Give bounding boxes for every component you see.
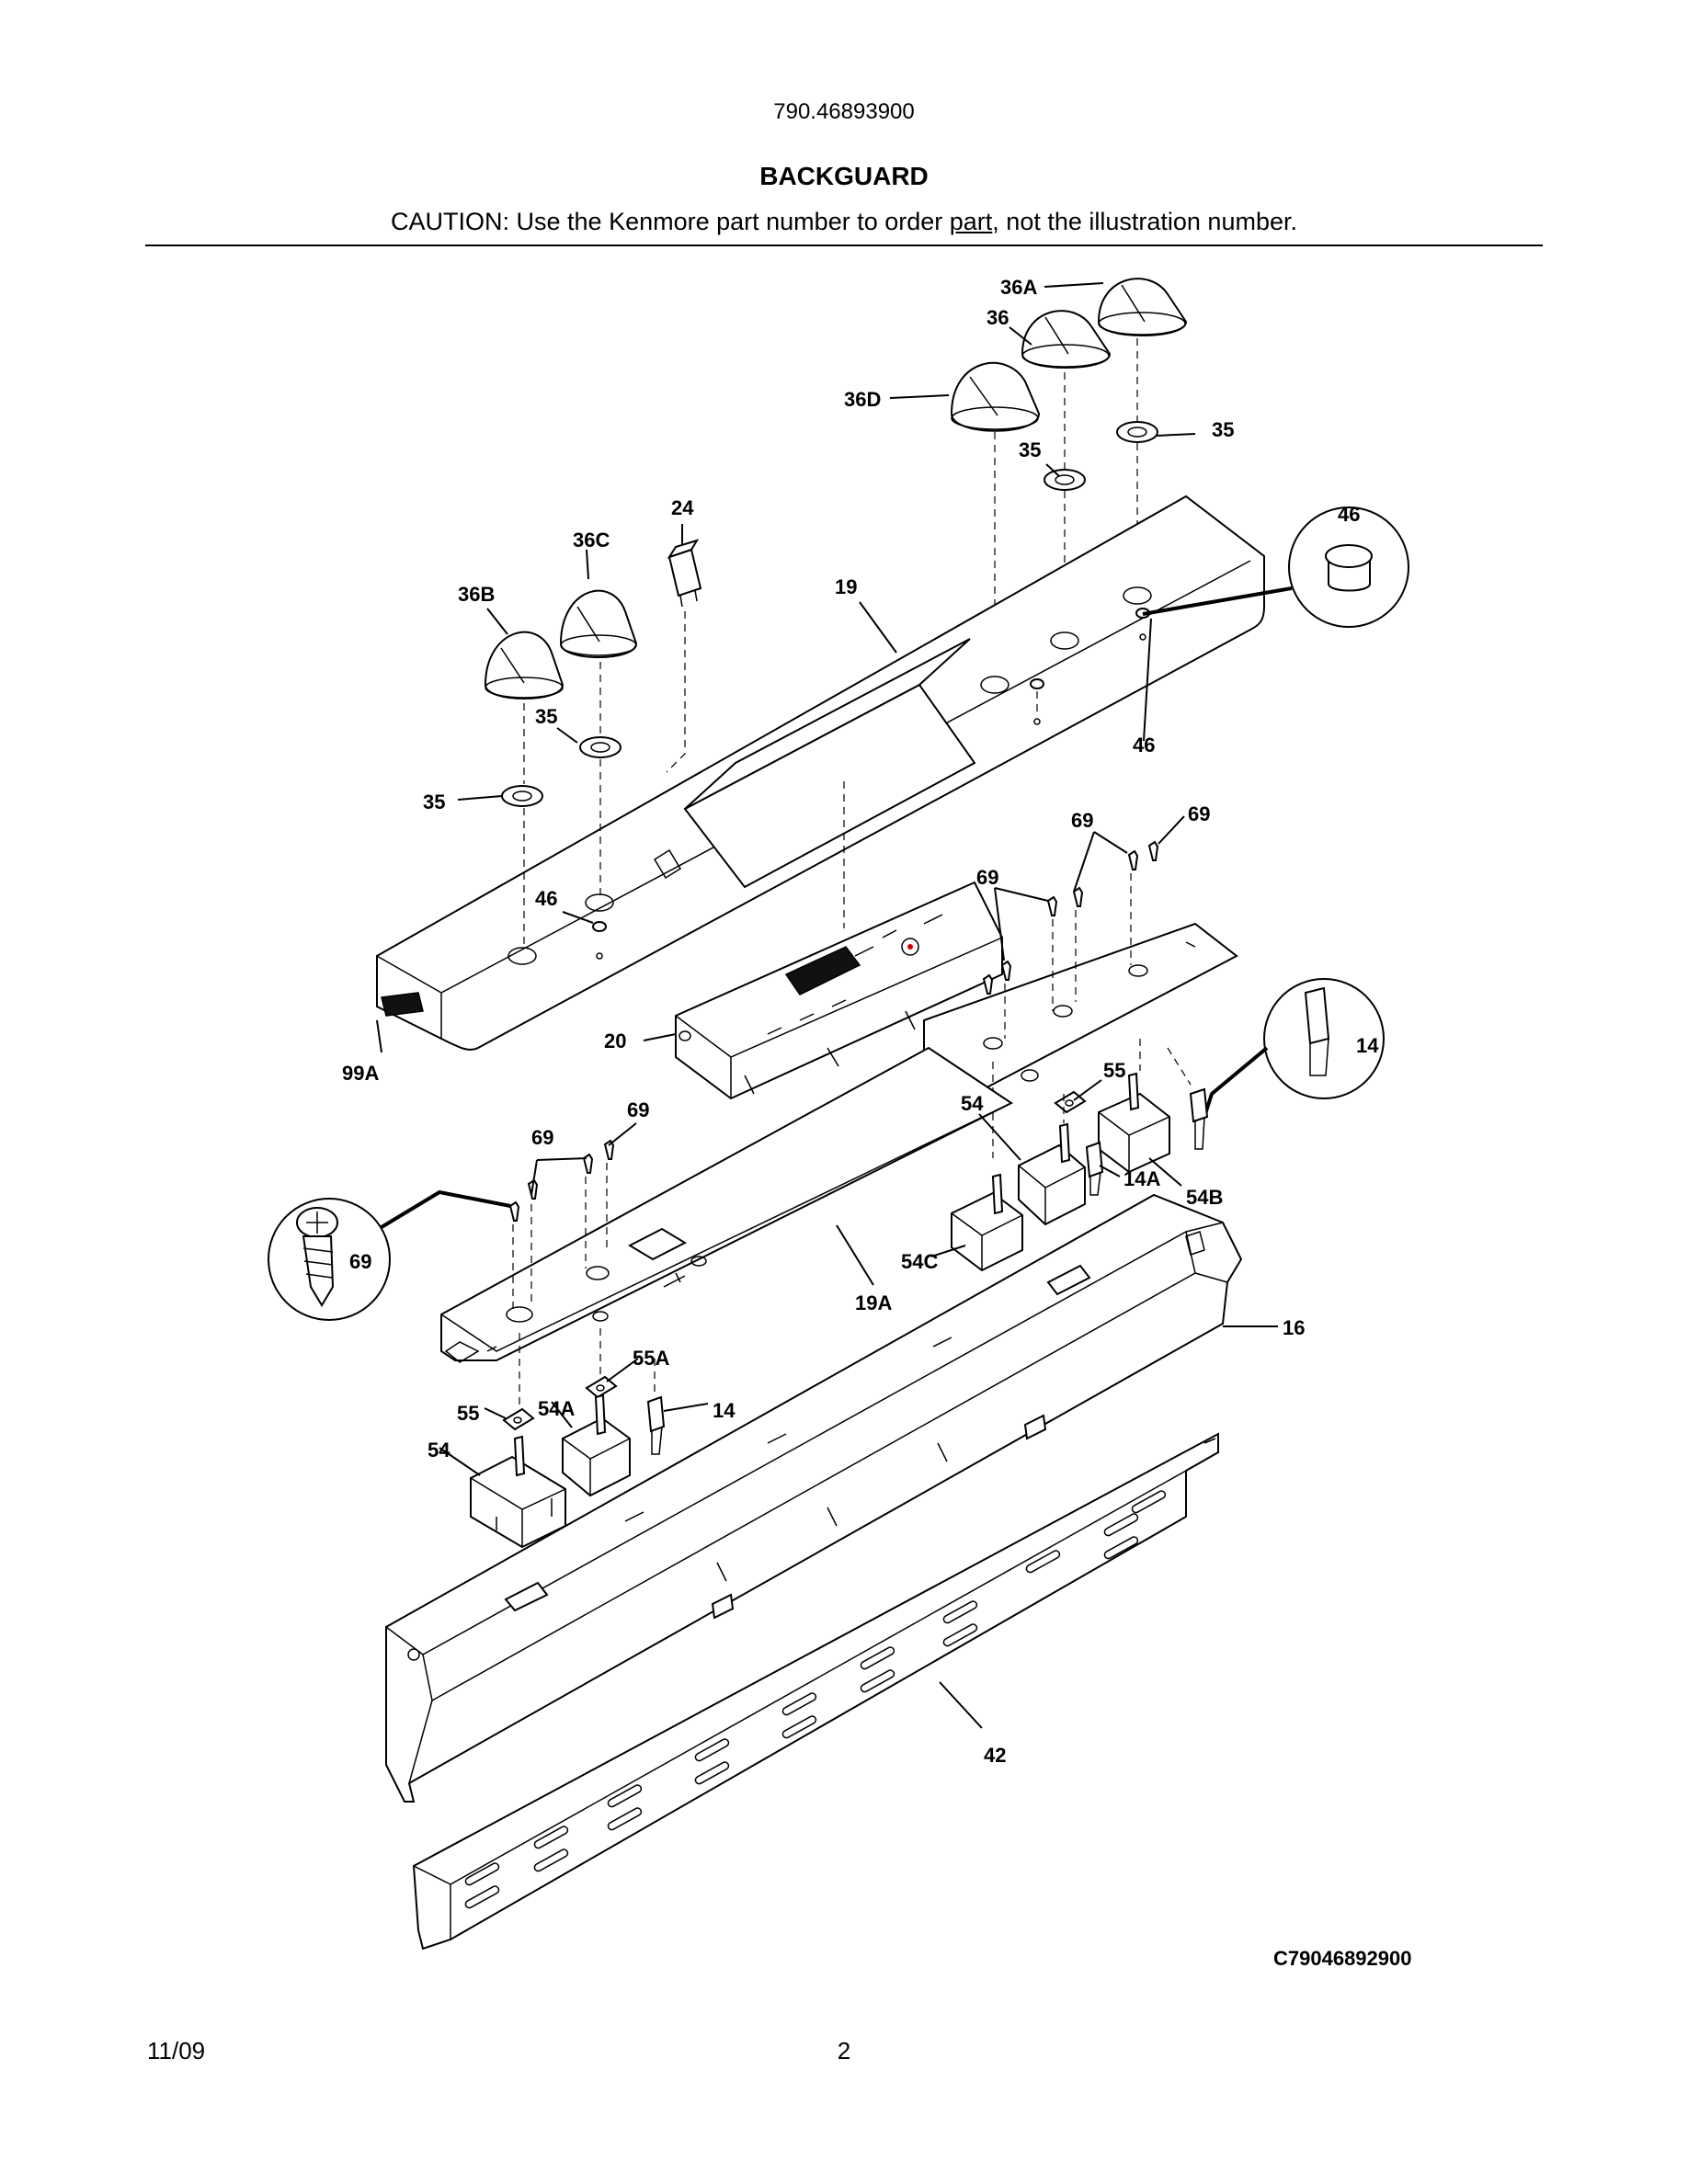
callout-46-panel: 46 [1133, 734, 1155, 756]
leader-lines [376, 282, 1278, 1729]
callout-16: 16 [1283, 1316, 1305, 1339]
drawing-code: C79046892900 [1273, 1947, 1411, 1970]
callout-19A: 19A [855, 1291, 892, 1314]
callout-36D: 36D [844, 388, 881, 411]
control-board-20 [675, 881, 1003, 1100]
callout-36C: 36C [573, 529, 610, 552]
washer-55-lower [502, 1407, 535, 1431]
knob-36D-shape [950, 361, 1041, 432]
caution-note: CAUTION: Use the Kenmore part number to … [0, 208, 1688, 236]
callout-19: 19 [835, 575, 857, 598]
plug-46-mid [1030, 678, 1044, 725]
callout-55-lower: 55 [457, 1402, 479, 1425]
callout-36B: 36B [458, 583, 495, 606]
callout-20: 20 [604, 1029, 626, 1052]
footer-date: 11/09 [147, 2037, 206, 2065]
washer-35-left-lower [501, 785, 543, 807]
switch-54C [951, 1173, 1023, 1272]
pilot-light-14-lower [646, 1359, 666, 1455]
callout-69-mid: 69 [976, 866, 998, 889]
rocker-switch-24 [666, 539, 702, 773]
washer-35-left-upper [579, 736, 622, 758]
switch-54A [562, 1328, 631, 1497]
callout-69-lower-left: 69 [531, 1126, 553, 1149]
washer-35-right [1116, 421, 1158, 443]
screws-69-top-cluster [982, 840, 1159, 1039]
callout-69-top-right: 69 [1188, 802, 1210, 825]
callout-69-top: 69 [1071, 809, 1093, 832]
washer-55A [585, 1375, 618, 1399]
callout-14A: 14A [1123, 1167, 1160, 1190]
callout-35-mid: 35 [1019, 438, 1041, 461]
switch-54-mid [992, 1062, 1086, 1226]
callout-54A: 54A [538, 1397, 575, 1420]
callout-69-inset: 69 [349, 1250, 371, 1273]
inset-plug-46 [1142, 506, 1409, 628]
caution-part-link[interactable]: part [949, 208, 993, 235]
callout-46-inset: 46 [1338, 503, 1360, 526]
vent-slots [464, 1490, 1167, 1909]
inset-pilot-light-14 [1203, 978, 1385, 1118]
callout-14-lower: 14 [713, 1399, 736, 1422]
pilot-light-14A [1085, 1141, 1104, 1196]
backguard-base-16 [385, 1193, 1243, 1803]
switch-54-lower [470, 1333, 566, 1549]
callout-35-left-lower: 35 [423, 791, 445, 813]
section-title: BACKGUARD [759, 162, 929, 190]
header-rule [145, 245, 1543, 246]
model-number: 790.46893900 [773, 99, 915, 124]
callout-14-inset: 14 [1356, 1034, 1379, 1057]
knob-36C-shape [559, 589, 638, 658]
inset-screw-69 [268, 1189, 511, 1321]
caution-text-after: , not the illustration number. [992, 208, 1297, 235]
callout-54-upper: 54 [961, 1092, 984, 1115]
callout-36: 36 [987, 306, 1009, 329]
caution-text-before: CAUTION: Use the Kenmore part number to … [391, 208, 950, 235]
callout-54-lower: 54 [428, 1439, 451, 1462]
bracket-plate-19A [440, 1046, 1013, 1363]
plug-46-left [592, 921, 607, 960]
knob-36B-shape [484, 631, 565, 700]
knob-36A-shape [1097, 278, 1188, 336]
backguard-panel-19 [376, 495, 1265, 1051]
page-number: 2 [837, 2037, 851, 2065]
callout-46-left: 46 [535, 887, 557, 910]
callout-54C: 54C [901, 1250, 938, 1273]
knob-36-shape [1021, 310, 1112, 369]
callout-69-lower-right: 69 [627, 1098, 649, 1121]
washer-35-mid [1044, 469, 1086, 491]
callout-99A: 99A [342, 1062, 379, 1085]
callout-35-right: 35 [1212, 418, 1234, 441]
callout-36A: 36A [1000, 276, 1037, 299]
callout-54B: 54B [1186, 1186, 1223, 1209]
callout-42: 42 [984, 1744, 1006, 1767]
callout-55A: 55A [633, 1347, 669, 1370]
callout-55-upper: 55 [1103, 1059, 1125, 1082]
callout-35-left-upper: 35 [535, 705, 557, 728]
vent-panel-42 [412, 1432, 1219, 1951]
screws-69-lower-cluster [508, 1139, 615, 1314]
callout-24: 24 [671, 496, 694, 519]
